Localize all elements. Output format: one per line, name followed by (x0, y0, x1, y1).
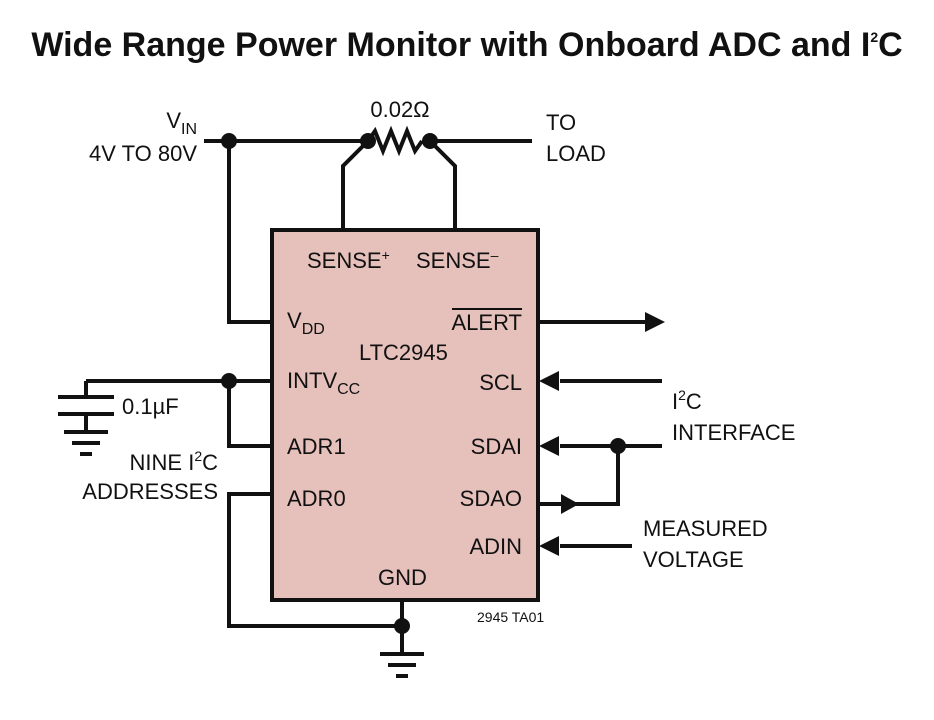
adr0-pin-label: ADR0 (287, 486, 346, 511)
vin-label: VIN (166, 108, 197, 138)
chip-name-label: LTC2945 (359, 340, 448, 365)
figure-id-label: 2945 TA01 (477, 609, 544, 625)
load-label: LOAD (546, 141, 606, 166)
alert-arrow-icon (645, 312, 665, 332)
sense-resistor (366, 125, 424, 157)
adin-arrow-icon (539, 536, 559, 556)
ltc2945-chip (270, 228, 540, 602)
sdai-arrow-icon (539, 436, 559, 456)
resistor-value-label: 0.02Ω (370, 97, 429, 122)
adr0-wire (227, 492, 402, 628)
sdao-arrow-icon (561, 494, 579, 514)
scl-pin-label: SCL (479, 370, 522, 395)
adr1-pin-label: ADR1 (287, 434, 346, 459)
vdd-wire (227, 141, 272, 324)
i2c-label: I2C (672, 387, 702, 414)
to-label: TO (546, 110, 576, 135)
vin-range-label: 4V TO 80V (89, 141, 197, 166)
voltage-label: VOLTAGE (643, 547, 744, 572)
sdai-pin-label: SDAI (471, 434, 522, 459)
sense-plus-wire (341, 139, 370, 230)
capacitor-plates (58, 395, 114, 416)
gnd-junction-dot (394, 618, 410, 634)
sense-plus-pin-label: SENSE+ (307, 247, 390, 273)
capacitor-value-label: 0.1µF (122, 394, 179, 419)
gnd-pin-label: GND (378, 565, 427, 590)
capacitor-ground-icon (64, 414, 108, 456)
sense-minus-pin-label: SENSE– (416, 247, 499, 273)
vdd-pin-label: VDD (287, 308, 325, 338)
adr1-wire (227, 381, 272, 448)
adin-pin-label: ADIN (469, 534, 522, 559)
interface-label: INTERFACE (672, 420, 795, 445)
intvcc-pin-label: INTVCC (287, 368, 360, 398)
sense-minus-wire (428, 139, 457, 230)
alert-pin-label: ALERT (451, 310, 522, 335)
addresses-label: ADDRESSES (82, 479, 218, 504)
sdao-pin-label: SDAO (460, 486, 522, 511)
measured-label: MEASURED (643, 516, 768, 541)
nine-i2c-label: NINE I2C (130, 448, 219, 475)
diagram-title: Wide Range Power Monitor with Onboard AD… (31, 26, 902, 64)
ground-icon (380, 652, 424, 678)
sdao-wire (538, 446, 620, 506)
scl-arrow-icon (539, 371, 559, 391)
